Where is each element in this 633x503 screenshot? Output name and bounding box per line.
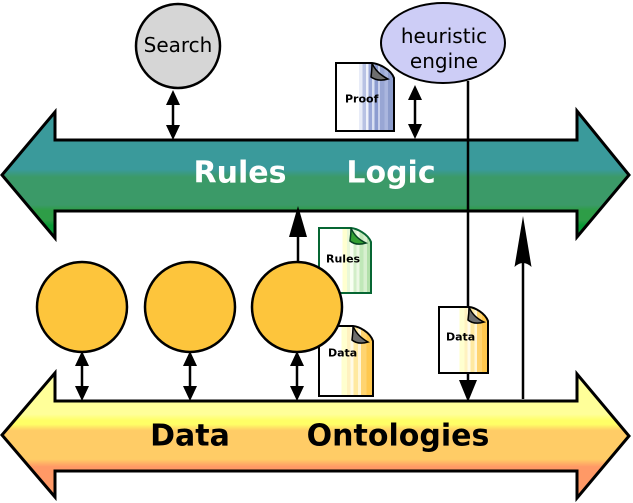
search-node	[134, 2, 222, 90]
circle2-data-arrow	[183, 351, 197, 401]
circle1-data-arrow	[75, 351, 89, 401]
data-a-document-icon	[318, 325, 374, 397]
heuristic-data-arrowhead-icon	[459, 380, 477, 402]
heuristic-engine-node	[380, 2, 506, 84]
data-source-circle-3	[250, 260, 344, 354]
data-source-circle-1	[35, 260, 129, 354]
data-banner-arrow	[0, 368, 631, 503]
proof-document-icon	[335, 62, 395, 132]
data-source-circle-2	[143, 260, 237, 354]
logic-banner-arrow	[0, 106, 631, 243]
heuristic-logic-arrow	[408, 85, 422, 139]
search-logic-arrow	[166, 90, 180, 140]
data-b-document-icon	[438, 306, 489, 374]
circle3-data-arrow	[290, 351, 304, 401]
data-logic-arrowhead-icon	[514, 216, 532, 267]
rules-document-icon	[318, 227, 372, 294]
circle3-logic-arrowhead-icon	[289, 206, 307, 237]
